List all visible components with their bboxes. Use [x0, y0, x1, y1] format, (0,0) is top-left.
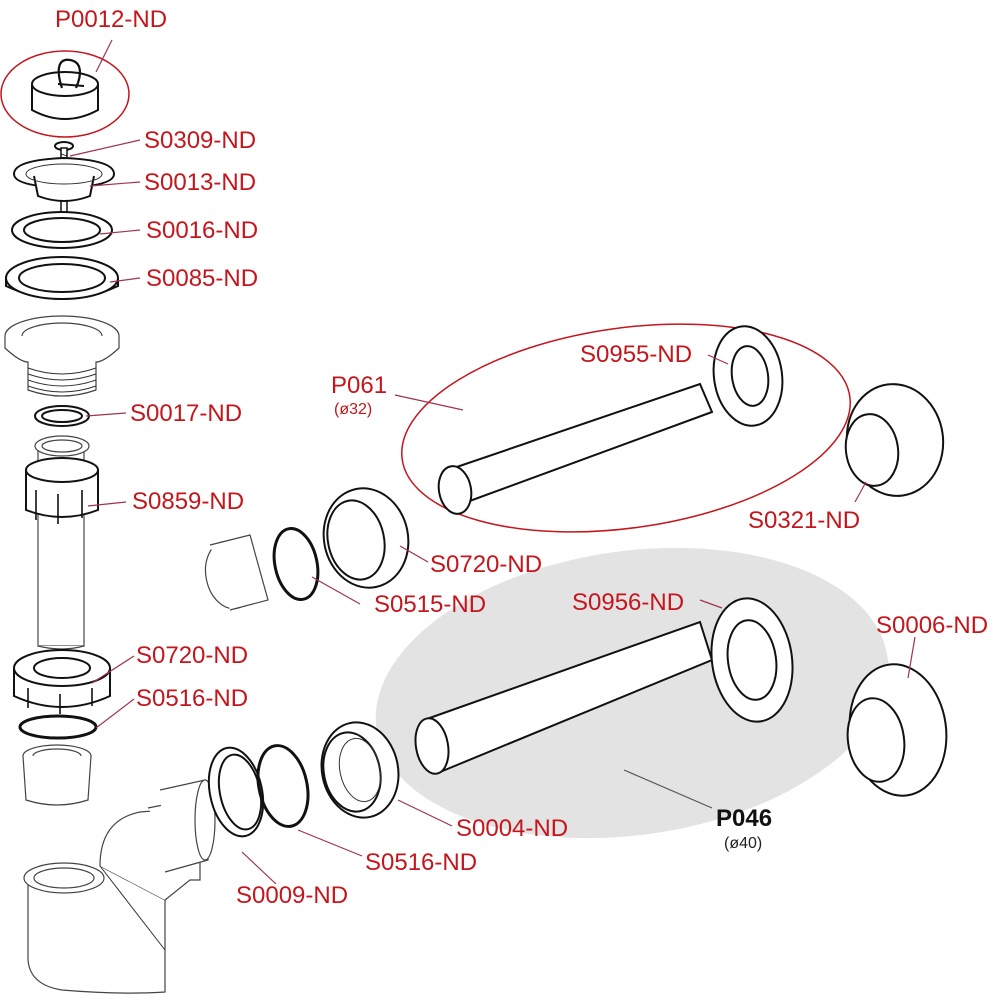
drain-body-part	[4, 315, 120, 397]
label-s0720-horizontal: S0720-ND	[430, 551, 542, 578]
label-p061: P061	[331, 372, 387, 399]
oring-s0515	[272, 527, 320, 601]
p0012-callout-ellipse	[0, 50, 130, 138]
label-s0720-vertical: S0720-ND	[136, 642, 248, 669]
label-p061-size: (ø32)	[334, 401, 372, 418]
label-s0009: S0009-ND	[236, 882, 348, 909]
label-s0516-vertical: S0516-ND	[136, 685, 248, 712]
siphon-body-part	[23, 779, 216, 994]
nut-s0720-horizontal	[322, 487, 410, 589]
label-s0004: S0004-ND	[456, 815, 568, 842]
cap-s0006	[846, 663, 948, 797]
tailpiece-part	[25, 435, 99, 650]
label-s0955: S0955-ND	[580, 341, 692, 368]
reducer-horizontal-part	[204, 534, 269, 611]
label-s0859: S0859-ND	[132, 488, 244, 515]
label-s0013: S0013-ND	[144, 169, 256, 196]
washer-s0085	[5, 256, 119, 300]
strainer-part	[12, 156, 116, 202]
ring-s0009	[207, 746, 265, 838]
pipe-p061	[437, 382, 714, 515]
rosette-s0955	[712, 325, 784, 427]
nut-s0720-vertical	[13, 649, 111, 714]
reducer-part	[22, 744, 92, 806]
stopper-part	[0, 50, 130, 138]
label-p0012: P0012-ND	[55, 6, 167, 33]
oring-s0516-vertical	[18, 714, 98, 740]
label-s0017: S0017-ND	[130, 400, 242, 427]
leader-lines	[69, 39, 916, 885]
label-s0016: S0016-ND	[146, 217, 258, 244]
label-s0321: S0321-ND	[748, 507, 860, 534]
label-p046: P046	[716, 805, 772, 832]
label-s0516-horizontal: S0516-ND	[365, 849, 477, 876]
label-p046-size: (ø40)	[724, 835, 762, 852]
washer-s0016	[11, 211, 113, 249]
rosette-s0956	[710, 597, 794, 723]
cap-s0321	[844, 383, 945, 497]
label-s0309: S0309-ND	[144, 127, 256, 154]
pipe-p046	[414, 620, 714, 775]
label-s0515: S0515-ND	[374, 591, 486, 618]
label-s0006: S0006-ND	[876, 612, 988, 639]
label-s0085: S0085-ND	[146, 265, 258, 292]
label-s0956: S0956-ND	[572, 589, 684, 616]
washer-s0017	[34, 405, 90, 427]
nut-s0004	[320, 721, 400, 819]
oring-s0516-horizontal	[256, 744, 310, 828]
p061-callout-ellipse	[401, 323, 851, 533]
